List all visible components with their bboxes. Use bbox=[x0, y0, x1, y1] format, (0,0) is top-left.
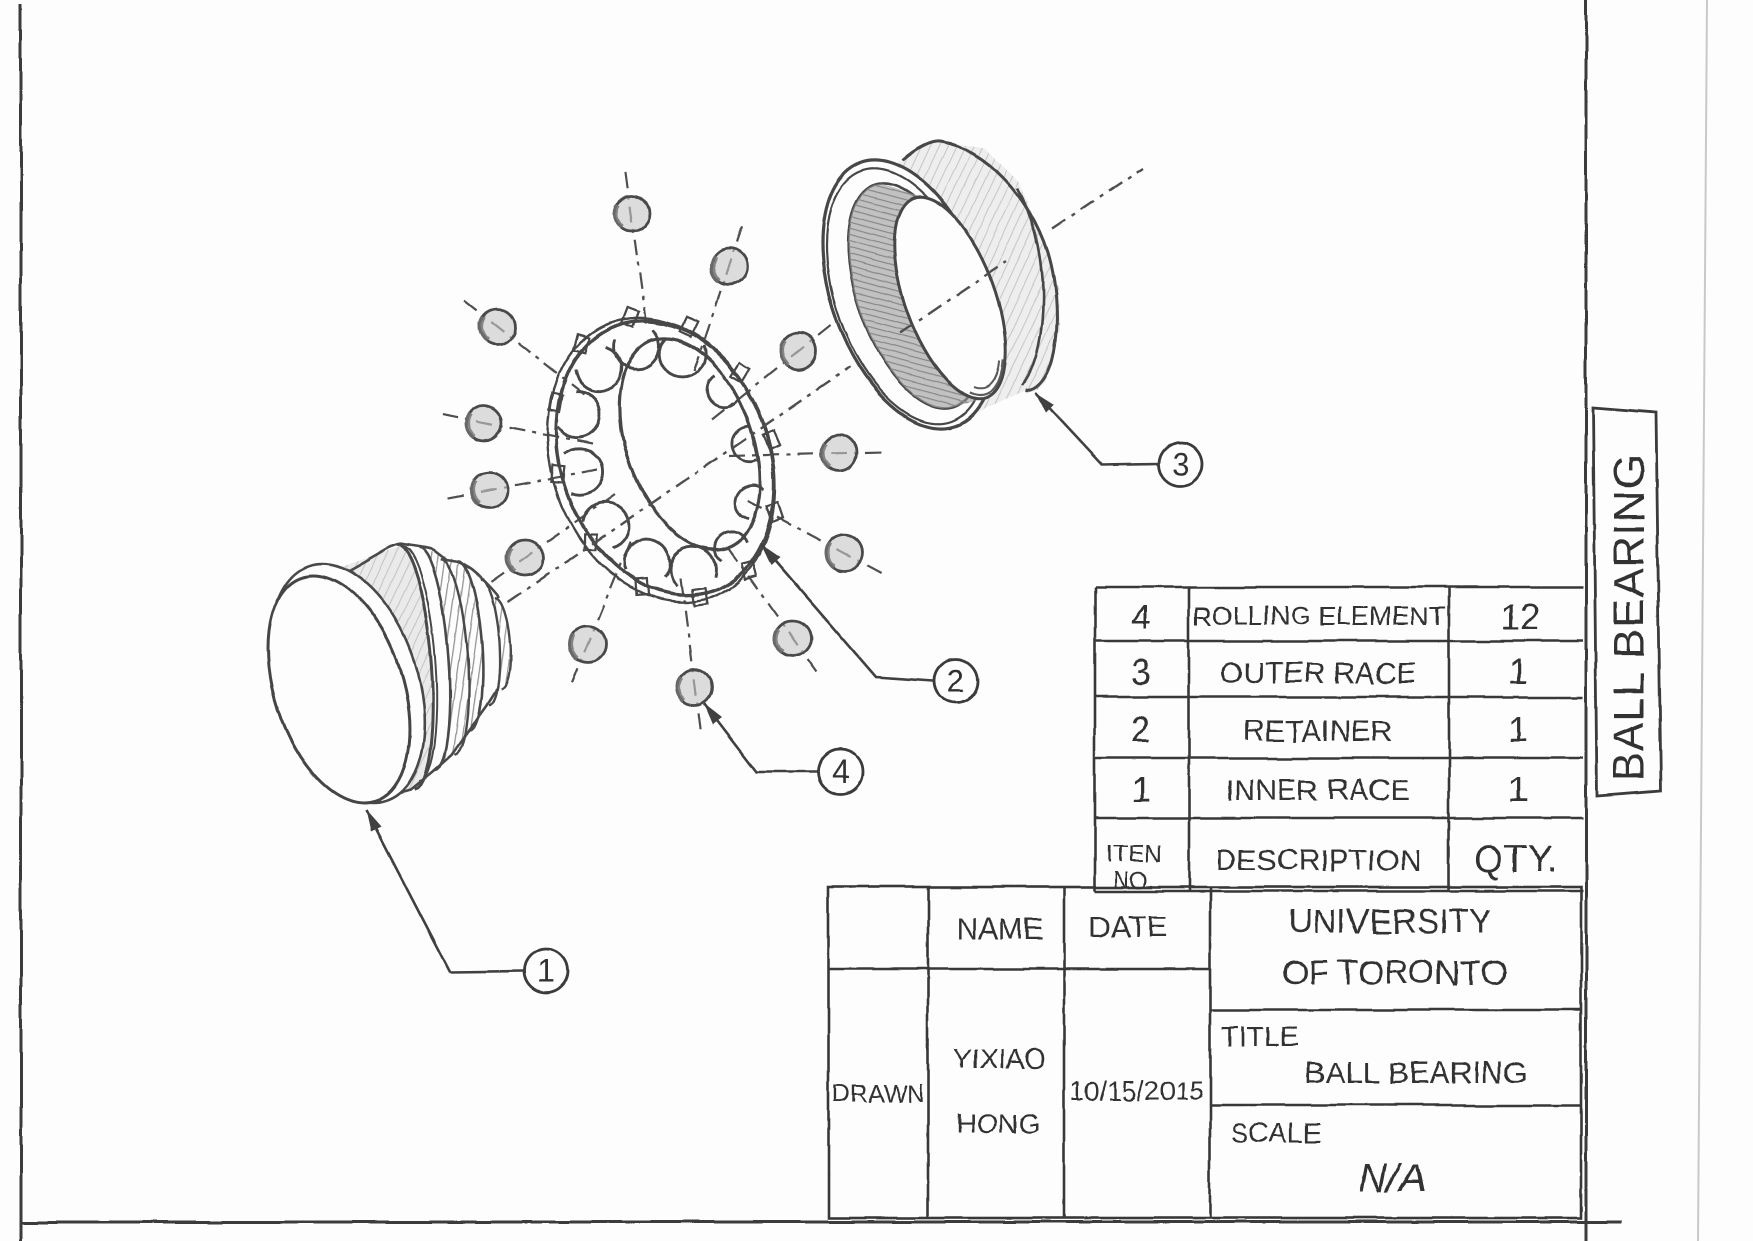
svg-text:DRAWN: DRAWN bbox=[831, 1080, 925, 1108]
svg-text:DATE: DATE bbox=[1089, 911, 1167, 944]
svg-text:10/15/2015: 10/15/2015 bbox=[1069, 1076, 1204, 1106]
svg-text:YIXIAO: YIXIAO bbox=[953, 1043, 1046, 1074]
svg-text:1: 1 bbox=[537, 953, 555, 989]
svg-text:N/A: N/A bbox=[1359, 1157, 1426, 1201]
svg-text:3: 3 bbox=[1131, 651, 1151, 692]
svg-text:BALL BEARING: BALL BEARING bbox=[1605, 454, 1654, 782]
svg-text:UNIVERSITY: UNIVERSITY bbox=[1288, 903, 1492, 941]
svg-text:HONG: HONG bbox=[956, 1108, 1040, 1139]
svg-text:ROLLING ELEMENT: ROLLING ELEMENT bbox=[1192, 601, 1446, 631]
svg-text:RETAINER: RETAINER bbox=[1243, 715, 1392, 748]
svg-text:4: 4 bbox=[1131, 596, 1151, 637]
svg-text:INNER RACE: INNER RACE bbox=[1225, 774, 1410, 807]
svg-text:3: 3 bbox=[1171, 446, 1189, 482]
svg-text:ITEN: ITEN bbox=[1107, 841, 1162, 868]
svg-text:BALL BEARING: BALL BEARING bbox=[1305, 1055, 1528, 1090]
svg-text:OF TORONTO: OF TORONTO bbox=[1282, 954, 1507, 992]
svg-text:1: 1 bbox=[1508, 768, 1528, 809]
svg-text:1: 1 bbox=[1508, 651, 1528, 692]
svg-text:2: 2 bbox=[947, 663, 965, 699]
svg-text:4: 4 bbox=[831, 754, 849, 790]
svg-text:NAME: NAME bbox=[957, 913, 1044, 946]
svg-text:DESCRIPTION: DESCRIPTION bbox=[1215, 844, 1420, 877]
svg-text:12: 12 bbox=[1500, 596, 1540, 637]
svg-text:TITLE: TITLE bbox=[1222, 1021, 1298, 1052]
svg-text:1: 1 bbox=[1131, 768, 1151, 809]
svg-text:2: 2 bbox=[1131, 709, 1151, 750]
svg-text:NO.: NO. bbox=[1113, 867, 1156, 894]
svg-text:QTY.: QTY. bbox=[1474, 839, 1558, 881]
svg-text:SCALE: SCALE bbox=[1230, 1117, 1322, 1148]
svg-text:1: 1 bbox=[1508, 709, 1528, 750]
svg-text:OUTER RACE: OUTER RACE bbox=[1220, 657, 1417, 690]
